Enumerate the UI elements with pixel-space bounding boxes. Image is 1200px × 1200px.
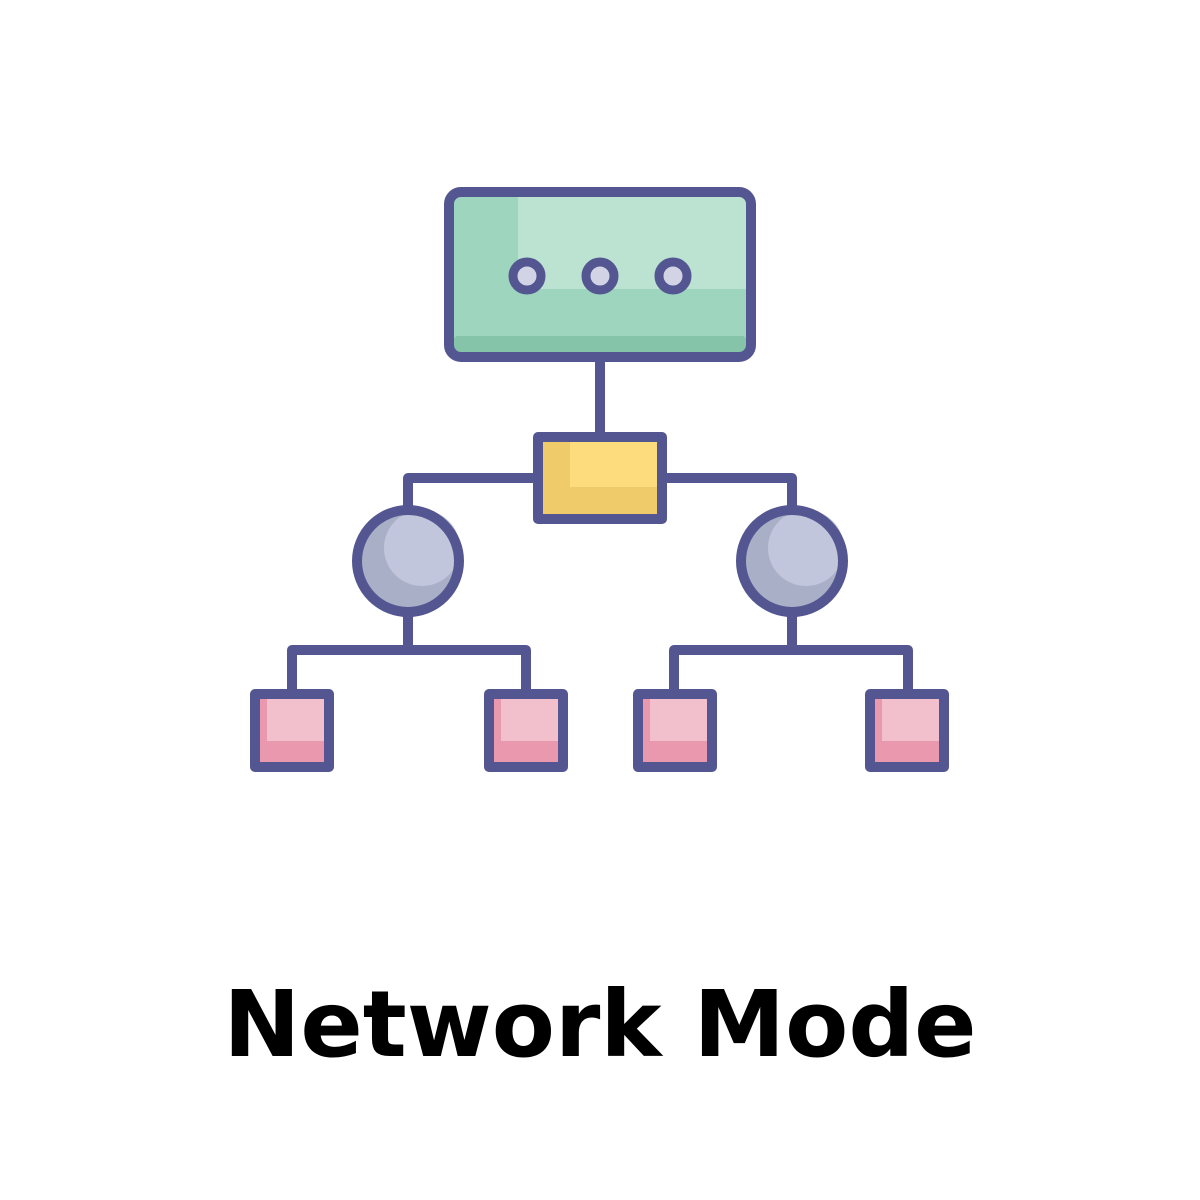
server-led-icon — [654, 257, 692, 295]
icon-caption: Network Mode — [223, 971, 977, 1078]
hub-left-icon — [352, 505, 464, 617]
node-icon — [633, 689, 717, 772]
node-icon — [484, 689, 568, 772]
switch-icon — [533, 432, 667, 524]
node-icon — [250, 689, 334, 772]
hub-right-icon — [736, 505, 848, 617]
node-icon — [865, 689, 949, 772]
server-icon — [444, 187, 756, 362]
server-led-icon — [508, 257, 546, 295]
server-led-icon — [581, 257, 619, 295]
connection-lines — [287, 352, 913, 699]
